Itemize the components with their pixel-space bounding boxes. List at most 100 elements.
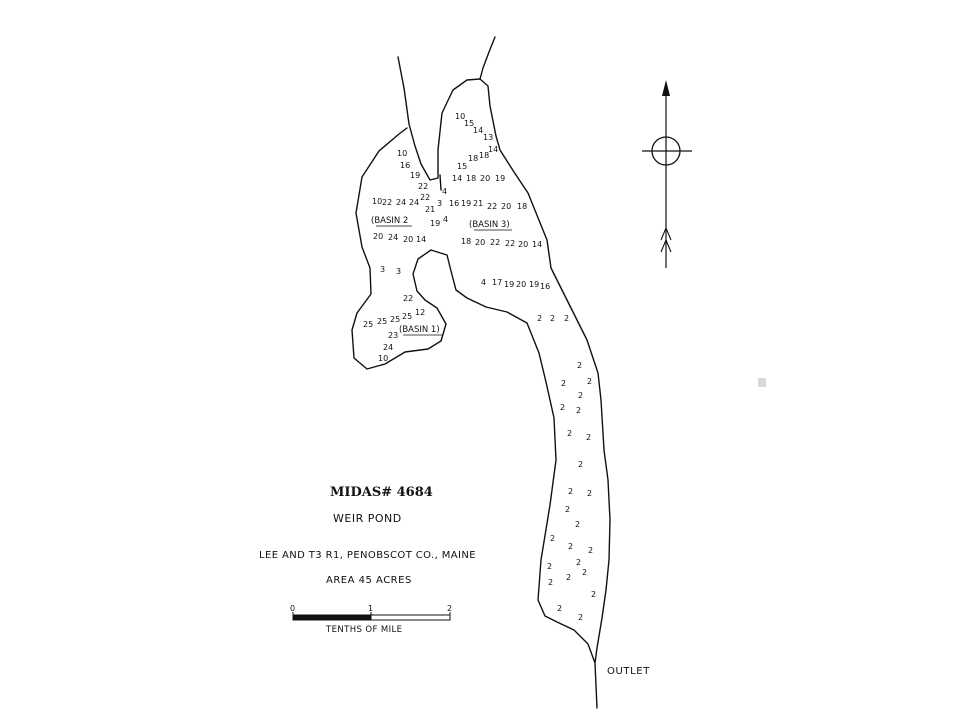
depth-sounding: 2: [582, 568, 587, 577]
north-arrow-compass-icon: [642, 80, 692, 268]
depth-sounding: 2: [578, 613, 583, 622]
depth-sounding: 2: [586, 433, 591, 442]
scale-unit-label: TENTHS OF MILE: [326, 625, 403, 635]
depth-sounding: 22: [505, 239, 515, 248]
depth-sounding: 22: [418, 182, 428, 191]
depth-sounding: 24: [388, 233, 398, 242]
depth-sounding: 2: [550, 314, 555, 323]
depth-sounding: 2: [578, 391, 583, 400]
depth-sounding: 25: [402, 312, 412, 321]
depth-sounding: 22: [420, 193, 430, 202]
depth-sounding: 13: [483, 133, 493, 142]
depth-sounding: 18: [468, 154, 478, 163]
depth-sounding: 16: [540, 282, 550, 291]
depth-sounding: 2: [548, 578, 553, 587]
depth-sounding: 2: [591, 590, 596, 599]
depth-sounding: 19: [461, 199, 471, 208]
depth-sounding: 2: [588, 546, 593, 555]
depth-sounding: 10: [455, 112, 465, 121]
depth-sounding: 24: [383, 343, 393, 352]
depth-sounding: 22: [382, 198, 392, 207]
depth-sounding: 10: [378, 354, 388, 363]
basin-1-label: (BASIN 1): [399, 325, 440, 335]
depth-sounding: 22: [487, 202, 497, 211]
depth-sounding: 17: [492, 278, 502, 287]
depth-sounding: 25: [390, 315, 400, 324]
depth-sounding: 2: [568, 487, 573, 496]
depth-sounding: 20: [475, 238, 485, 247]
scale-bar: [292, 612, 451, 621]
depth-sounding: 20: [480, 174, 490, 183]
depth-sounding: 2: [575, 520, 580, 529]
depth-sounding: 25: [377, 317, 387, 326]
depth-sounding: 10: [397, 149, 407, 158]
depth-sounding: 2: [550, 534, 555, 543]
depth-sounding: 24: [409, 198, 419, 207]
depth-sounding: 2: [568, 542, 573, 551]
depth-sounding: 20: [373, 232, 383, 241]
depth-sounding: 2: [564, 314, 569, 323]
depth-sounding: 25: [363, 320, 373, 329]
depth-sounding: 2: [557, 604, 562, 613]
pond-name: WEIR POND: [333, 512, 402, 525]
island-spit: [439, 174, 442, 191]
depth-sounding: 20: [518, 240, 528, 249]
depth-sounding: 2: [561, 379, 566, 388]
depth-sounding: 21: [473, 199, 483, 208]
basin-2-label: (BASIN 2: [371, 216, 408, 226]
shoreline-outline: [351, 56, 611, 709]
depth-sounding: 19: [410, 171, 420, 180]
depth-sounding: 14: [473, 126, 483, 135]
depth-sounding: 16: [449, 199, 459, 208]
inflow-stream: [479, 36, 496, 80]
depth-sounding: 2: [547, 562, 552, 571]
depth-sounding: 24: [396, 198, 406, 207]
depth-sounding: 4: [443, 215, 448, 224]
depth-sounding: 23: [388, 331, 398, 340]
location-line: LEE AND T3 R1, PENOBSCOT CO., MAINE: [259, 550, 476, 561]
depth-sounding: 19: [430, 219, 440, 228]
depth-sounding: 2: [537, 314, 542, 323]
depth-sounding: 15: [457, 162, 467, 171]
scan-artifact: [758, 378, 766, 387]
depth-sounding: 14: [532, 240, 542, 249]
depth-sounding: 4: [481, 278, 486, 287]
outlet-label: OUTLET: [607, 666, 650, 677]
depth-sounding: 2: [587, 489, 592, 498]
depth-sounding: 2: [560, 403, 565, 412]
depth-sounding: 21: [425, 205, 435, 214]
scale-tick-0: 0: [290, 604, 296, 613]
midas-id-title: MIDAS# 4684: [330, 485, 433, 500]
depth-sounding: 14: [488, 145, 498, 154]
depth-sounding: 19: [504, 280, 514, 289]
depth-sounding: 19: [495, 174, 505, 183]
depth-sounding: 2: [577, 361, 582, 370]
depth-sounding: 22: [403, 294, 413, 303]
depth-sounding: 18: [461, 237, 471, 246]
depth-sounding: 16: [400, 161, 410, 170]
depth-sounding: 2: [578, 460, 583, 469]
area-line: AREA 45 ACRES: [326, 575, 412, 586]
depth-sounding: 15: [464, 119, 474, 128]
depth-sounding: 14: [416, 235, 426, 244]
basin-3-label: (BASIN 3): [469, 220, 510, 230]
depth-sounding: 4: [442, 187, 447, 196]
depth-sounding: 3: [396, 267, 401, 276]
depth-sounding: 19: [529, 280, 539, 289]
depth-sounding: 18: [479, 151, 489, 160]
depth-sounding: 2: [587, 377, 592, 386]
depth-sounding: 18: [517, 202, 527, 211]
depth-sounding: 3: [437, 199, 442, 208]
depth-sounding: 20: [501, 202, 511, 211]
depth-sounding: 10: [372, 197, 382, 206]
depth-sounding: 3: [380, 265, 385, 274]
depth-sounding: 12: [415, 308, 425, 317]
depth-sounding: 20: [403, 235, 413, 244]
depth-sounding: 2: [565, 505, 570, 514]
depth-sounding: 22: [490, 238, 500, 247]
depth-sounding: 14: [452, 174, 462, 183]
depth-sounding: 2: [566, 573, 571, 582]
scale-tick-2: 2: [447, 604, 453, 613]
